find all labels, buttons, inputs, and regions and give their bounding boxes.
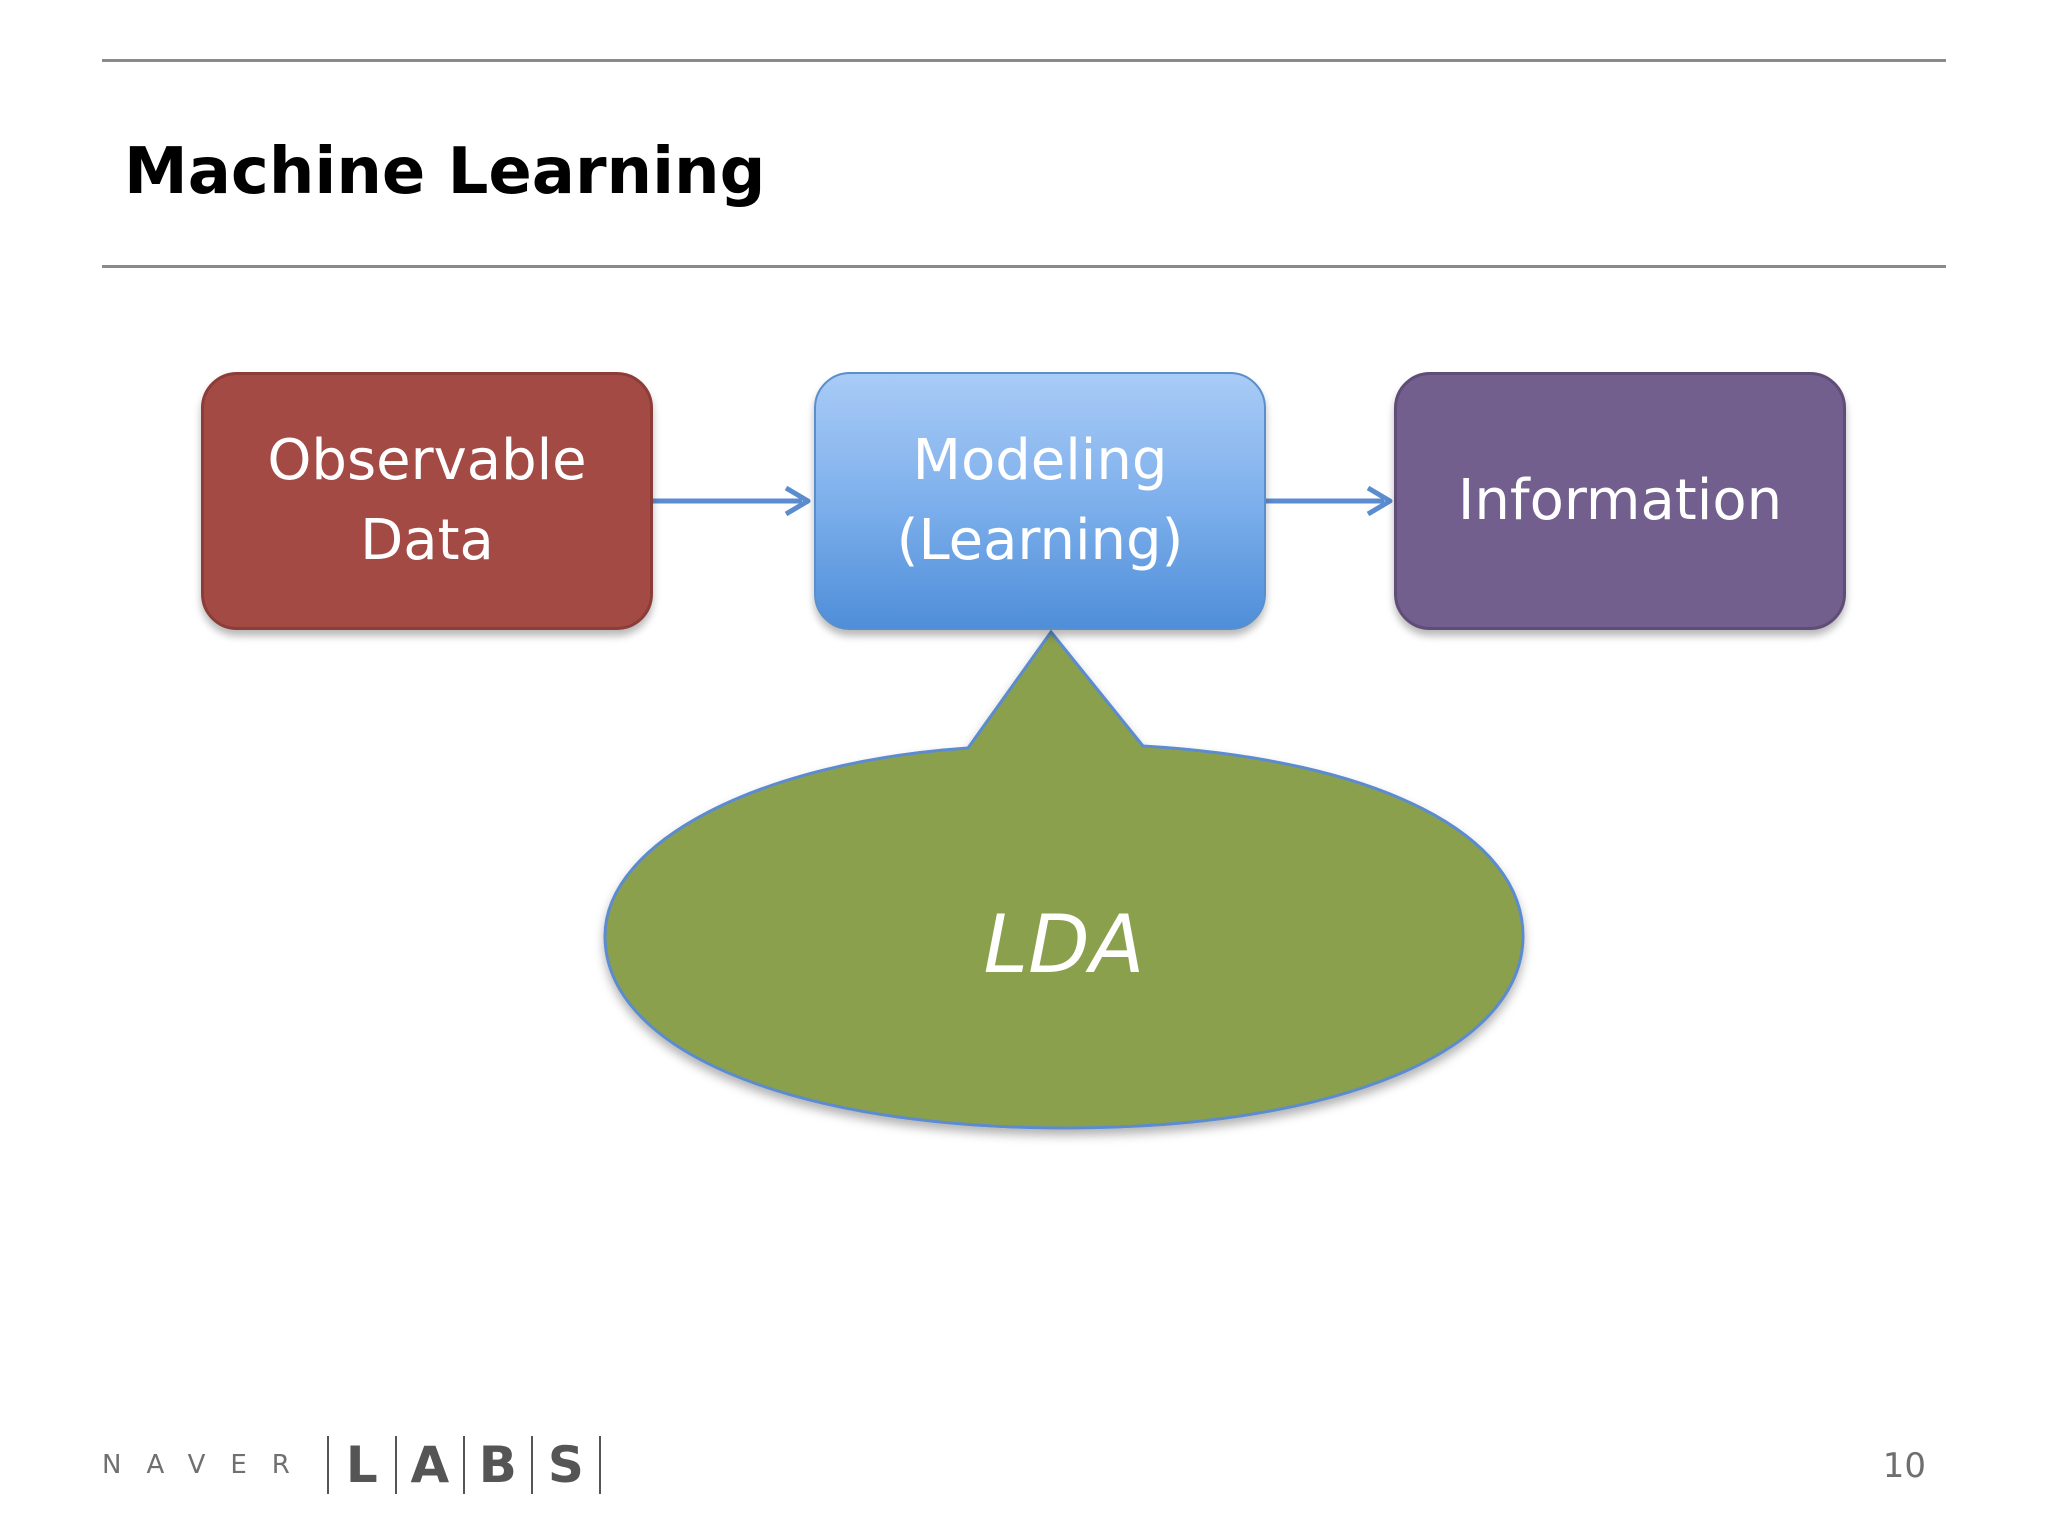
node-observable-data: Observable Data (201, 372, 653, 630)
arrow-modeling-to-information (1266, 485, 1393, 517)
node-modeling-line-1: Modeling (912, 428, 1168, 493)
lda-callout-label: LDA (983, 898, 1145, 991)
node-information: Information (1394, 372, 1846, 630)
logo-divider (530, 1436, 533, 1494)
logo-divider (394, 1436, 397, 1494)
logo-divider (598, 1436, 601, 1494)
title-divider (102, 265, 1946, 268)
node-modeling-line-2: (Learning) (896, 508, 1184, 573)
logo-letter: A (410, 1436, 450, 1494)
node-information-label: Information (1457, 468, 1783, 533)
logo-letter: L (345, 1436, 378, 1494)
logo-divider (462, 1436, 465, 1494)
page-number: 10 (1882, 1446, 1926, 1486)
node-observable-data-line-2: Data (360, 508, 494, 573)
naver-labs-logo: NAVER L A B S (102, 1436, 601, 1494)
logo-letter: S (547, 1436, 584, 1494)
slide-title: Machine Learning (124, 135, 766, 209)
arrow-data-to-modeling (653, 485, 811, 517)
node-observable-data-line-1: Observable (267, 428, 587, 493)
logo-divider (326, 1436, 329, 1494)
lda-callout-bubble (603, 629, 1525, 1130)
node-modeling: Modeling (Learning) (814, 372, 1266, 630)
logo-naver-text: NAVER (102, 1450, 315, 1480)
top-divider (102, 59, 1946, 62)
logo-letter: B (478, 1436, 517, 1494)
